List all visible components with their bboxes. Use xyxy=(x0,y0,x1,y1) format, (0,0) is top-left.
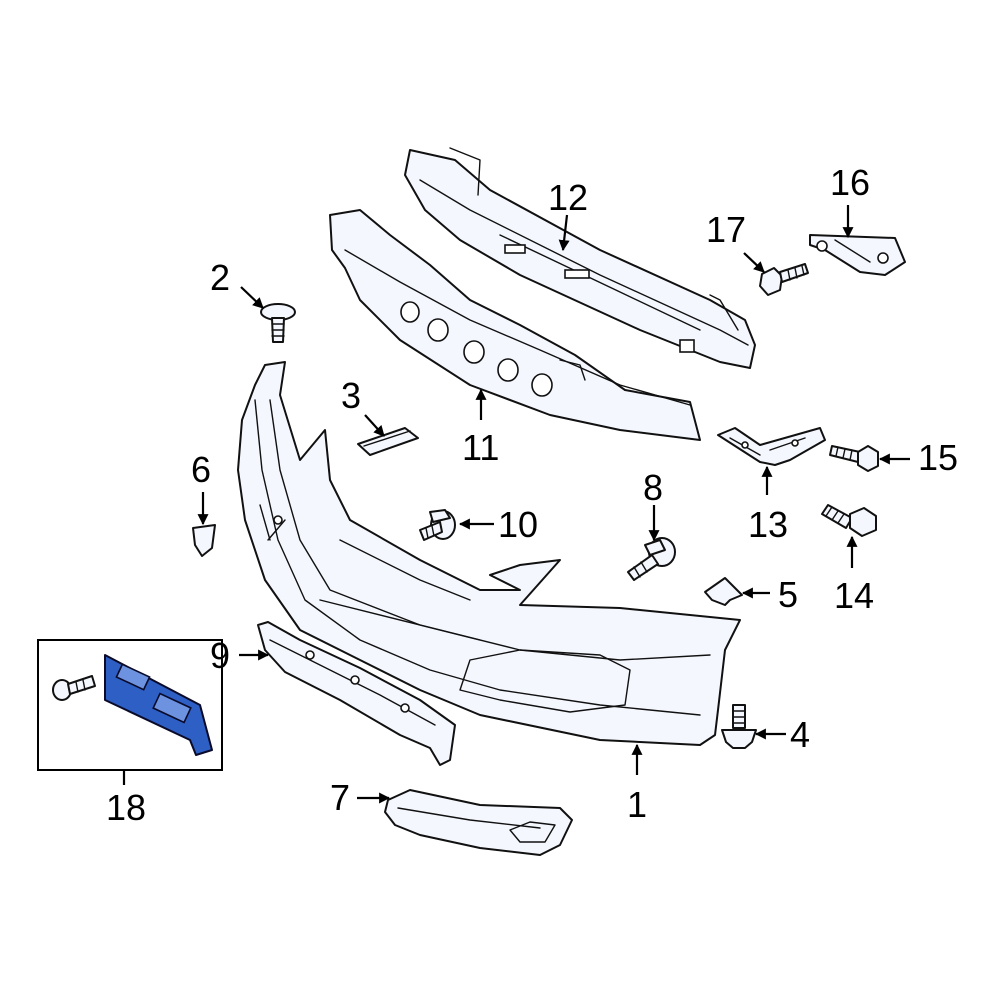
inset-18 xyxy=(37,639,223,771)
part-3-clip[interactable] xyxy=(357,427,419,456)
part-6-clip[interactable] xyxy=(192,524,216,557)
part-14-bolt[interactable] xyxy=(821,504,877,537)
callout-7[interactable]: 7 xyxy=(330,777,350,818)
leader-lines xyxy=(122,205,910,804)
part-15-bolt[interactable] xyxy=(829,445,879,472)
part-18-screw[interactable] xyxy=(52,675,96,701)
callout-labels: 12 16 17 2 3 11 6 13 15 10 8 14 5 9 4 1 … xyxy=(106,162,958,828)
callout-14[interactable]: 14 xyxy=(834,575,874,616)
leader-12 xyxy=(558,214,570,252)
part-13-side-bracket[interactable] xyxy=(717,427,826,466)
callout-13[interactable]: 13 xyxy=(748,504,788,545)
callout-2[interactable]: 2 xyxy=(210,257,230,298)
part-5-bracket[interactable] xyxy=(704,577,743,606)
part-12-reinforcement-bar[interactable] xyxy=(404,147,756,369)
callout-3[interactable]: 3 xyxy=(341,375,361,416)
callout-12[interactable]: 12 xyxy=(548,177,588,218)
part-2-screw[interactable] xyxy=(260,303,296,343)
part-4-bolt[interactable] xyxy=(721,704,757,749)
inset-box xyxy=(37,639,223,771)
callout-15[interactable]: 15 xyxy=(918,437,958,478)
part-18-license-bracket[interactable] xyxy=(104,654,213,756)
part-1-bumper-cover[interactable] xyxy=(237,361,741,746)
part-8-fastener[interactable] xyxy=(627,537,676,581)
part-7-fog-cover[interactable] xyxy=(384,789,573,856)
part-16-bracket[interactable] xyxy=(809,234,906,276)
callout-18[interactable]: 18 xyxy=(106,787,146,828)
callout-17[interactable]: 17 xyxy=(706,209,746,250)
leader-2 xyxy=(240,286,264,309)
part-9-grille-strip[interactable] xyxy=(257,621,456,766)
leader-3 xyxy=(364,414,385,437)
callout-8[interactable]: 8 xyxy=(643,467,663,508)
leader-17 xyxy=(743,252,765,273)
part-17-bolt[interactable] xyxy=(759,263,809,296)
callout-9[interactable]: 9 xyxy=(210,635,230,676)
callout-4[interactable]: 4 xyxy=(790,714,810,755)
callout-6[interactable]: 6 xyxy=(191,449,211,490)
callout-16[interactable]: 16 xyxy=(830,162,870,203)
callout-10[interactable]: 10 xyxy=(498,504,538,545)
callout-5[interactable]: 5 xyxy=(778,574,798,615)
part-10-fastener[interactable] xyxy=(419,509,456,541)
callout-11[interactable]: 11 xyxy=(462,427,499,468)
part-11-energy-absorber[interactable] xyxy=(329,209,701,441)
callout-1[interactable]: 1 xyxy=(627,784,647,825)
